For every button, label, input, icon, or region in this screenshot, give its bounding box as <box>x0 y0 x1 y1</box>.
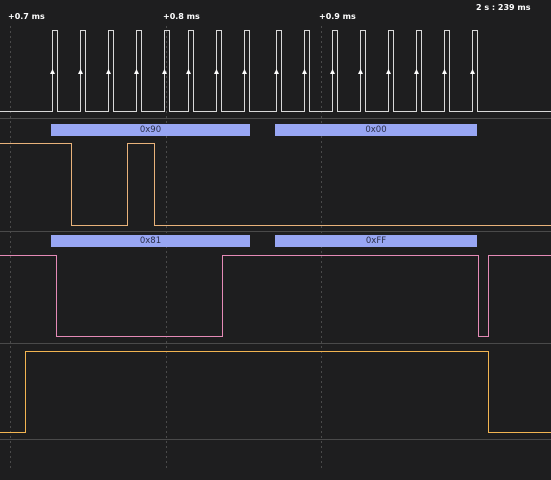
capture-timestamp: 2 s : 239 ms <box>476 3 531 12</box>
mosi-channel-waveform <box>0 143 551 226</box>
miso-decoded-byte[interactable]: 0xFF <box>275 235 477 247</box>
time-gridlines <box>10 26 322 470</box>
rising-edge-arrow-icon <box>186 69 191 74</box>
rising-edge-arrow-icon <box>214 69 219 74</box>
rising-edge-arrow-icon <box>358 69 363 74</box>
enable-channel-waveform <box>0 351 551 433</box>
rising-edge-arrow-icon <box>414 69 419 74</box>
rising-edge-arrow-icon <box>470 69 475 74</box>
rising-edge-arrow-icon <box>242 69 247 74</box>
miso-decoded-byte[interactable]: 0x81 <box>51 235 250 247</box>
mosi-decoded-byte[interactable]: 0x90 <box>51 124 250 136</box>
rising-edge-arrow-icon <box>274 69 279 74</box>
rising-edge-arrow-icon <box>330 69 335 74</box>
rising-edge-arrow-icon <box>442 69 447 74</box>
channel-separators <box>0 118 551 440</box>
time-marker-label: +0.9 ms <box>319 12 356 21</box>
rising-edge-arrow-icon <box>134 69 139 74</box>
mosi-decoded-byte[interactable]: 0x00 <box>275 124 477 136</box>
rising-edge-arrow-icon <box>302 69 307 74</box>
time-marker-label: +0.8 ms <box>163 12 200 21</box>
rising-edge-arrow-icon <box>386 69 391 74</box>
clock-channel <box>0 30 551 112</box>
miso-channel-waveform <box>0 255 551 337</box>
rising-edge-arrow-icon <box>162 69 167 74</box>
time-marker-label: +0.7 ms <box>8 12 45 21</box>
rising-edge-arrow-icon <box>106 69 111 74</box>
rising-edge-arrow-icon <box>50 69 55 74</box>
rising-edge-arrow-icon <box>78 69 83 74</box>
clock-channel-waveform <box>0 30 551 112</box>
